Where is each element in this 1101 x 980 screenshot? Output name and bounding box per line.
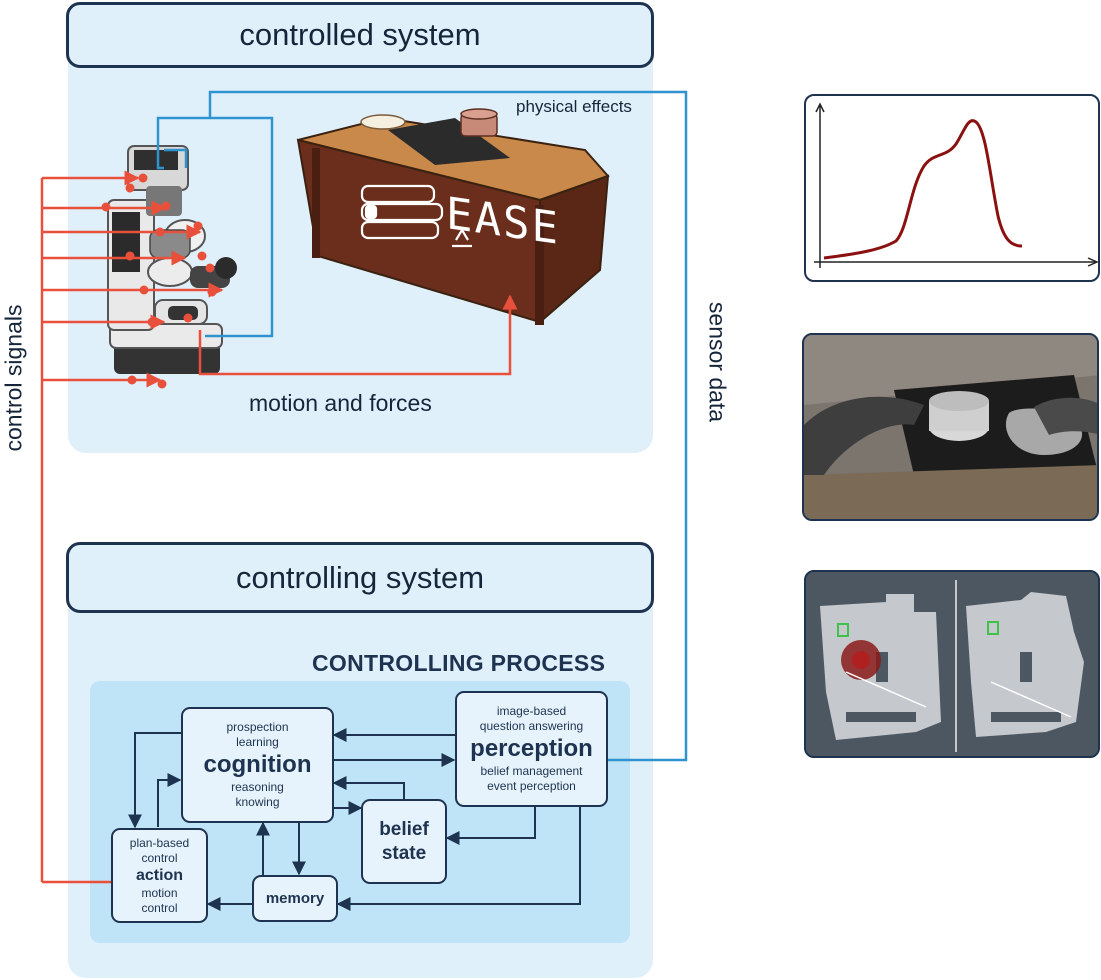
perception-top-1: image-based [496, 704, 567, 718]
perception-node: image-based question answering perceptio… [455, 691, 608, 807]
action-node: plan-based control action motion control [111, 828, 208, 923]
map-localization-thumbnail [804, 570, 1100, 758]
action-top-1: plan-based [129, 835, 190, 850]
controlled-system-header: controlled system [66, 2, 654, 68]
kitchen-camera-image [804, 335, 1097, 519]
physical-effects-label: physical effects [516, 97, 632, 116]
memory-title: memory [265, 890, 325, 907]
signal-plot-thumbnail [804, 94, 1100, 282]
belief-state-title-2: state [381, 842, 427, 864]
action-top-2: control [141, 850, 178, 865]
cognition-node: prospection learning cognition reasoning… [181, 707, 334, 823]
perception-bottom-1: belief management [480, 764, 583, 778]
controlling-system-title: controlling system [235, 559, 485, 595]
perception-top-2: question answering [479, 719, 584, 733]
motion-and-forces-label: motion and forces [249, 390, 432, 416]
belief-state-title-1: belief [379, 818, 429, 840]
cognition-title: cognition [203, 751, 312, 778]
kitchen-camera-thumbnail [802, 333, 1099, 521]
sensor-data-label: sensor data [704, 301, 731, 423]
controlling-process-title: CONTROLLING PROCESS [312, 650, 606, 676]
cognition-bottom-2: knowing [235, 795, 280, 809]
cognition-top-2: learning [236, 735, 279, 749]
pr2-robot-illustration [107, 145, 237, 374]
action-bottom-2: control [141, 900, 178, 915]
control-signals-label: control signals [0, 304, 27, 452]
cognition-bottom-1: reasoning [231, 780, 284, 794]
memory-node: memory [252, 875, 338, 922]
action-title: action [135, 866, 184, 884]
perception-bottom-2: event perception [487, 779, 576, 793]
kitchen-table-illustration [296, 108, 610, 325]
signal-plot [814, 102, 1098, 268]
map-image [806, 572, 1098, 756]
belief-state-node: belief state [361, 799, 447, 884]
perception-title: perception [470, 735, 593, 762]
cognition-top-1: prospection [226, 720, 289, 734]
controlling-system-header: controlling system [66, 542, 654, 613]
action-bottom-1: motion [141, 885, 178, 900]
controlled-system-title: controlled system [239, 17, 481, 52]
ease-logo [360, 184, 472, 248]
